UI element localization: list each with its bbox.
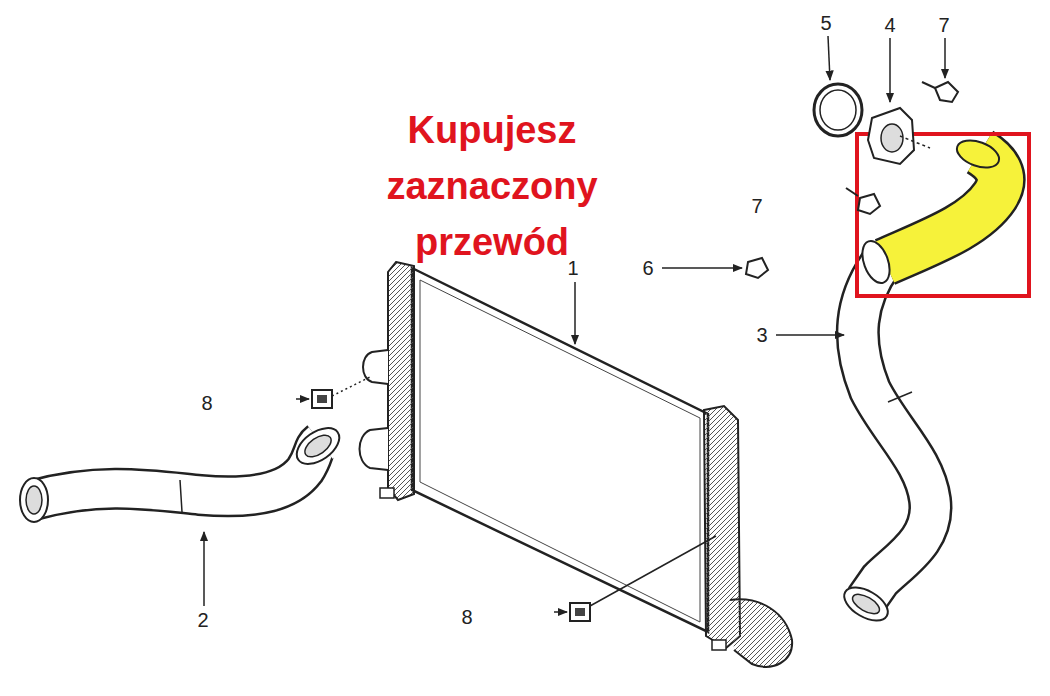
leader-line xyxy=(944,38,946,78)
flange xyxy=(868,108,914,164)
hose-outline xyxy=(885,152,1001,262)
gasket-ring xyxy=(820,90,856,130)
mount-foot xyxy=(712,640,726,650)
hose-outline xyxy=(34,442,320,500)
callout-number: 4 xyxy=(884,13,895,37)
purchase-note: Kupujesz zaznaczony przewód xyxy=(362,102,622,270)
callout-number: 1 xyxy=(567,256,578,280)
callout-number: 6 xyxy=(642,256,653,280)
leader-line xyxy=(889,38,891,102)
hose-cuff xyxy=(20,478,48,522)
right-outlet xyxy=(730,599,792,666)
hose-body xyxy=(858,262,931,600)
gasket-ring xyxy=(814,84,862,136)
flange-bore xyxy=(881,124,903,152)
hose-2 xyxy=(20,421,346,522)
leader-line xyxy=(776,334,844,336)
clip xyxy=(746,258,768,278)
clip-pin xyxy=(922,82,935,88)
callout-number: 7 xyxy=(938,13,949,37)
bracket-hole xyxy=(317,395,327,403)
hose-clamp xyxy=(857,237,895,287)
clip xyxy=(858,194,880,214)
leader-line xyxy=(296,398,309,400)
leader-line xyxy=(554,611,567,613)
hose-seam xyxy=(888,392,912,402)
leader-line xyxy=(900,136,930,148)
bracket-hole xyxy=(575,608,585,616)
hose-cuff xyxy=(839,581,894,628)
callout-number: 5 xyxy=(820,11,831,35)
intercooler xyxy=(360,262,793,667)
hose-cuff xyxy=(290,421,345,471)
callout-number: 8 xyxy=(201,391,212,415)
hose-outline xyxy=(858,262,931,600)
leader-line xyxy=(203,532,205,606)
leader-line xyxy=(590,536,716,606)
hose-opening xyxy=(26,486,42,514)
callout-number: 8 xyxy=(461,605,472,629)
mount-foot xyxy=(380,488,394,498)
callout-number: 7 xyxy=(751,194,762,218)
intercooler-core xyxy=(412,268,708,632)
bracket xyxy=(570,603,590,621)
leader-line xyxy=(574,282,576,344)
bracket xyxy=(312,390,332,408)
hose-opening xyxy=(301,431,335,461)
hose-seam xyxy=(180,480,182,512)
hose-body-yellow xyxy=(885,152,1001,262)
callout-number: 3 xyxy=(756,323,767,347)
outlet-stub xyxy=(360,428,389,470)
core-inner-edge xyxy=(420,280,700,622)
hose-3 xyxy=(839,262,931,627)
left-tank xyxy=(388,262,414,500)
leader-line xyxy=(332,376,372,396)
callout-number: 2 xyxy=(197,608,208,632)
hose-opening xyxy=(850,590,883,617)
inlet-stub xyxy=(363,350,388,384)
small-parts xyxy=(312,82,958,621)
hose-body xyxy=(34,442,320,500)
leader-line xyxy=(662,267,742,269)
clip-pin xyxy=(846,188,858,196)
leader-lines xyxy=(204,36,945,612)
clip xyxy=(935,82,958,102)
leader-line xyxy=(828,36,830,80)
hose-cuff xyxy=(953,135,1003,173)
